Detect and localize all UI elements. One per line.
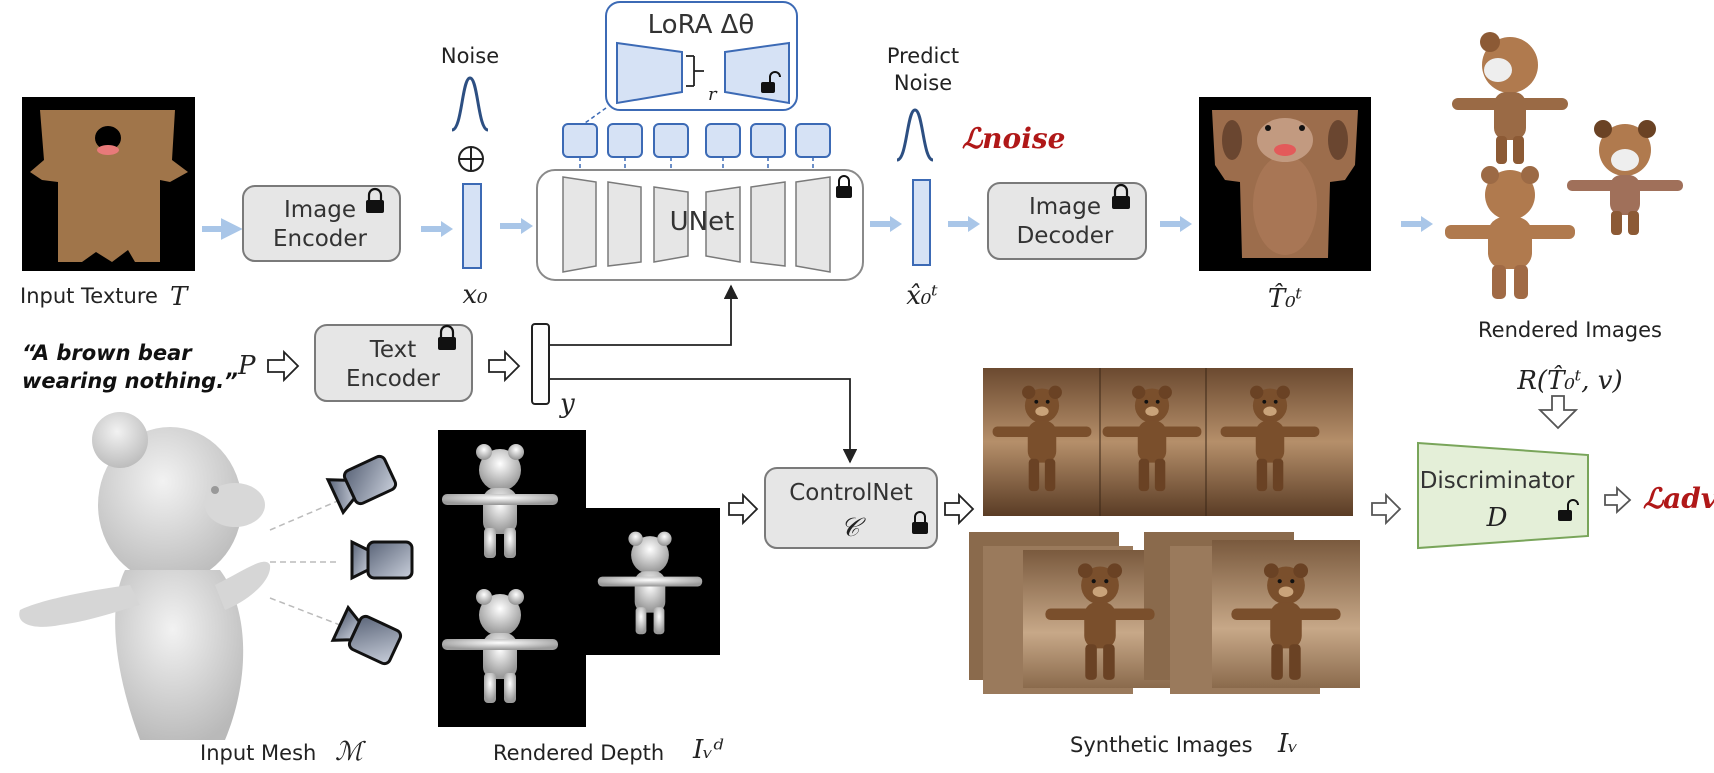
loss-adv-label: ℒadv bbox=[1643, 482, 1714, 515]
text-encoder-box: Text Encoder bbox=[314, 324, 473, 402]
lock-icon bbox=[836, 175, 852, 198]
image-decoder-label-2: Decoder bbox=[1017, 223, 1114, 249]
arrow-head bbox=[890, 216, 902, 232]
predict-noise-label-1: Predict bbox=[887, 44, 959, 68]
output-texture-image bbox=[1199, 97, 1371, 271]
unlock-icon bbox=[1558, 499, 1579, 521]
y-label: y bbox=[559, 389, 575, 419]
discriminator-box: Discriminator D bbox=[1417, 441, 1589, 550]
arrow-head bbox=[968, 216, 980, 232]
input-texture-label: Input Texture bbox=[20, 284, 158, 308]
input-texture-symbol: T bbox=[170, 282, 189, 312]
arrow-render-to-discriminator bbox=[1537, 395, 1579, 430]
arrow-embedding-to-unet bbox=[549, 284, 739, 346]
text-encoder-label-2: Encoder bbox=[346, 366, 441, 392]
image-encoder-box: Image Encoder bbox=[242, 185, 401, 262]
arrow-text-encoder-to-embedding bbox=[488, 349, 521, 383]
unet-box: UNet bbox=[536, 169, 864, 281]
gaussian-noise-icon bbox=[451, 76, 489, 132]
input-mesh-symbol: ℳ bbox=[335, 737, 366, 767]
arrow-depth-to-controlnet bbox=[728, 492, 759, 526]
predict-noise-label-2: Noise bbox=[894, 71, 952, 95]
text-encoder-label-1: Text bbox=[369, 337, 417, 363]
controlnet-box: ControlNet 𝒞 bbox=[764, 467, 938, 549]
unet-label: UNet bbox=[670, 207, 735, 237]
prompt-text-line-2: wearing nothing.” bbox=[22, 369, 238, 393]
image-encoder-label-1: Image bbox=[284, 197, 356, 223]
gaussian-noise-icon bbox=[896, 108, 934, 162]
input-mesh-label: Input Mesh bbox=[200, 741, 316, 765]
rendered-images-label: Rendered Images bbox=[1478, 318, 1662, 342]
loss-noise-label: ℒnoise bbox=[962, 122, 1065, 155]
lock-icon bbox=[438, 324, 456, 350]
noise-label: Noise bbox=[441, 44, 499, 68]
x0-label: x₀ bbox=[462, 280, 488, 310]
unlock-icon bbox=[761, 71, 781, 93]
lock-icon bbox=[1112, 183, 1130, 209]
prompt-text-line-1: “A brown bear bbox=[22, 341, 193, 365]
latent-x0 bbox=[462, 183, 482, 269]
prompt-symbol: P bbox=[237, 351, 256, 381]
controlnet-label: ControlNet bbox=[789, 480, 913, 506]
rendered-images bbox=[1445, 32, 1683, 299]
lock-icon bbox=[912, 511, 928, 534]
input-texture-image bbox=[22, 97, 195, 271]
image-encoder-label-2: Encoder bbox=[273, 226, 368, 252]
camera-icon bbox=[350, 539, 414, 581]
arrow-embedding-to-controlnet bbox=[549, 378, 858, 464]
lora-label: LoRA Δθ bbox=[648, 10, 755, 40]
t0-hat-label: T̂₀ᵗ bbox=[1268, 283, 1303, 314]
render-function-label: R(T̂₀ᵗ, v) bbox=[1516, 365, 1622, 396]
camera-icon bbox=[330, 604, 403, 666]
synthetic-images bbox=[969, 368, 1360, 694]
arrow-synthetic-to-discriminator bbox=[1371, 492, 1402, 526]
arrow-controlnet-to-synthetic bbox=[944, 492, 975, 526]
synthetic-images-symbol: Iᵥ bbox=[1277, 729, 1298, 759]
arrow-head bbox=[521, 218, 533, 234]
rendered-depth-symbol: Iᵥᵈ bbox=[692, 735, 724, 765]
lora-rank-label: r bbox=[708, 84, 718, 105]
arrow-head bbox=[441, 221, 453, 237]
image-decoder-label-1: Image bbox=[1029, 194, 1101, 220]
camera-icons bbox=[269, 454, 414, 666]
arrow-texture-to-encoder bbox=[202, 218, 243, 240]
x0-hat-label: x̂₀ᵗ bbox=[906, 281, 938, 311]
input-mesh-image bbox=[19, 412, 271, 740]
camera-icon bbox=[325, 454, 398, 516]
rendered-depth-label: Rendered Depth bbox=[493, 741, 664, 765]
add-icon bbox=[458, 146, 484, 172]
rendered-depth-images bbox=[438, 430, 720, 727]
predicted-latent bbox=[912, 179, 931, 266]
discriminator-label: Discriminator bbox=[1420, 468, 1575, 494]
arrow-prompt-to-text-encoder bbox=[267, 349, 300, 383]
arrow-discriminator-to-loss bbox=[1604, 485, 1632, 515]
synthetic-images-label: Synthetic Images bbox=[1070, 733, 1253, 757]
image-decoder-box: Image Decoder bbox=[987, 182, 1147, 260]
arrow-head bbox=[1180, 216, 1192, 232]
discriminator-symbol: D bbox=[1486, 503, 1508, 533]
lock-icon bbox=[366, 187, 384, 213]
text-embedding-y bbox=[531, 323, 550, 405]
arrow-head bbox=[1421, 216, 1433, 232]
lora-module: LoRA Δθ r bbox=[605, 1, 798, 111]
